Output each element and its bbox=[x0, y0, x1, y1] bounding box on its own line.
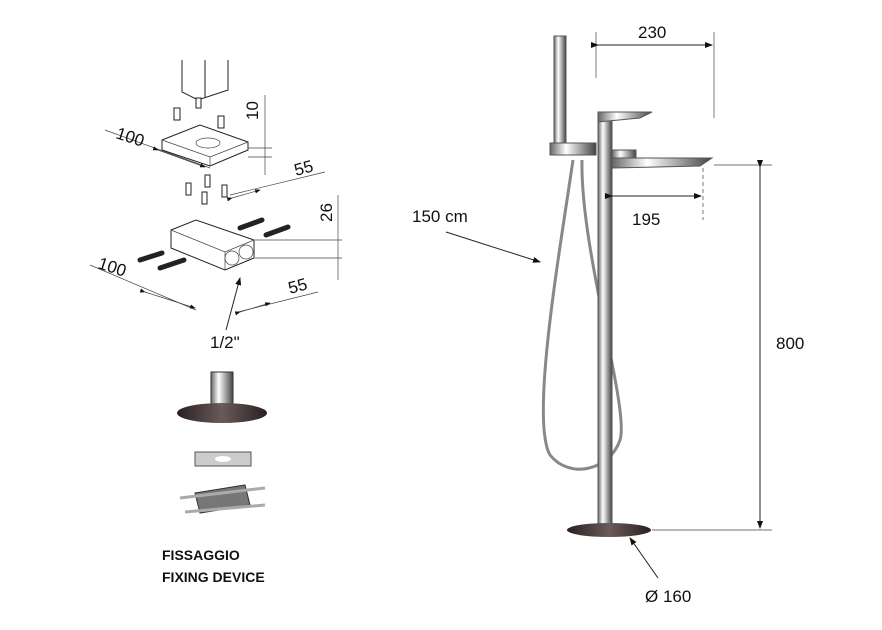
dim-plate-thickness: 10 bbox=[243, 101, 262, 120]
dim-base-diameter: Ø 160 bbox=[645, 587, 691, 606]
shower-holder bbox=[549, 142, 597, 156]
fixing-exploded-view: 100 10 55 26 100 55 1/2" bbox=[89, 60, 342, 352]
dim-hose-length: 150 cm bbox=[412, 207, 468, 226]
dim-plate-width: 55 bbox=[292, 157, 315, 180]
hand-shower bbox=[553, 35, 567, 147]
dim-block-height: 26 bbox=[317, 203, 336, 222]
lever bbox=[597, 111, 653, 123]
dim-block-width: 55 bbox=[286, 275, 309, 298]
mounting-plate bbox=[161, 124, 249, 167]
dim-block-length: 100 bbox=[96, 254, 129, 281]
base-plate bbox=[567, 523, 651, 537]
dim-thread: 1/2" bbox=[210, 333, 240, 352]
fixing-render bbox=[177, 371, 267, 514]
caption-italian: FISSAGGIO bbox=[162, 547, 240, 563]
column bbox=[597, 117, 613, 534]
caption-english: FIXING DEVICE bbox=[162, 569, 265, 585]
dim-reach-total: 230 bbox=[638, 23, 666, 42]
dim-plate-length: 100 bbox=[114, 124, 147, 151]
spout bbox=[611, 157, 714, 169]
mixing-block bbox=[170, 219, 255, 271]
dim-spout-reach: 195 bbox=[632, 210, 660, 229]
floor-mixer bbox=[541, 35, 714, 537]
dim-height: 800 bbox=[776, 334, 804, 353]
